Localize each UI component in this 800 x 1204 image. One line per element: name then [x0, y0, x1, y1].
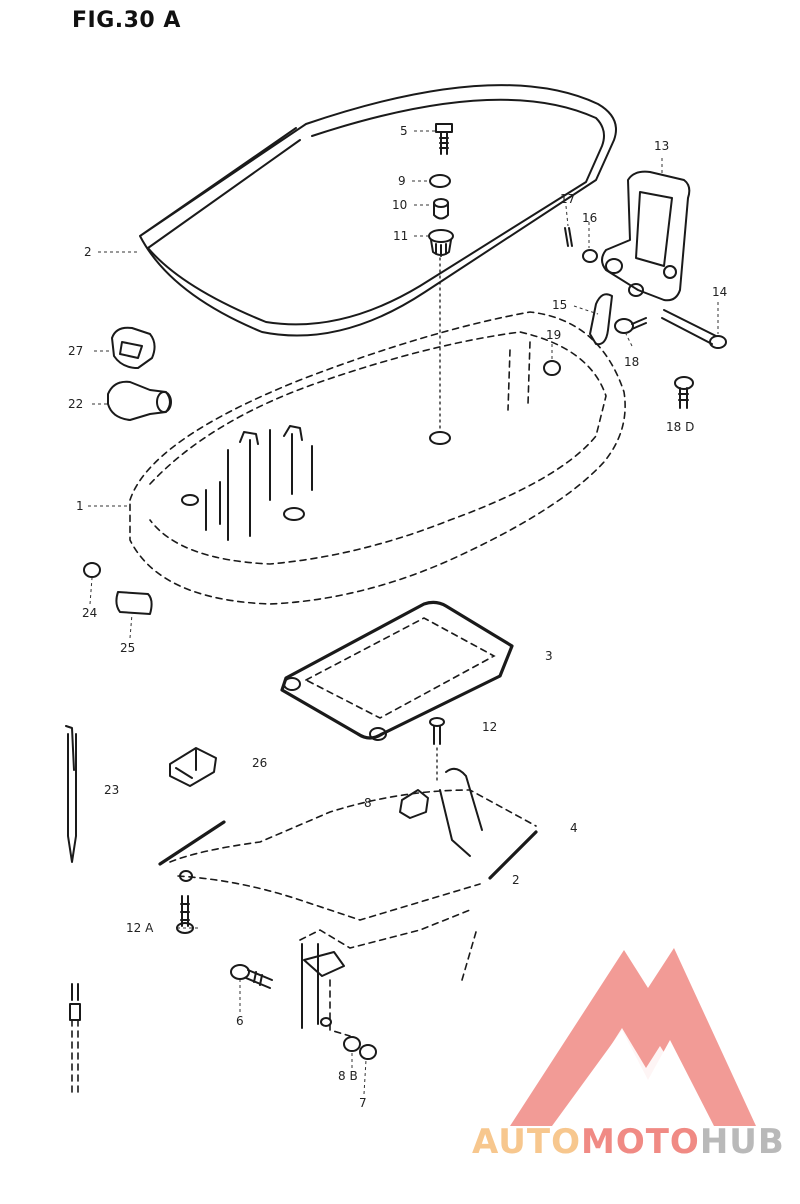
callout-16: 16	[582, 211, 598, 225]
cap-22-part	[107, 380, 172, 421]
screw-18d-part	[674, 376, 694, 409]
cowl-seal-ring-part	[139, 84, 617, 337]
callout-4: 4	[570, 821, 578, 835]
callout-1: 1	[76, 499, 84, 513]
washer-9-part	[429, 174, 451, 188]
screw-12-part	[429, 717, 445, 745]
callout-9: 9	[398, 174, 406, 188]
rod-23-part	[65, 725, 77, 863]
callout-11: 11	[393, 229, 409, 243]
bolt-18-part	[614, 317, 647, 334]
bolt-5-part	[435, 123, 453, 155]
callout-22: 22	[68, 397, 84, 411]
nut-8-part	[399, 789, 429, 819]
callout-8: 8	[364, 796, 372, 810]
callout-24: 24	[82, 606, 98, 620]
callout-2b: 2	[512, 873, 520, 887]
callout-6: 6	[236, 1014, 244, 1028]
spring-pin-17-part	[564, 227, 573, 247]
nut-7-part	[359, 1044, 377, 1060]
figure-title: FIG.30 A	[72, 8, 181, 33]
watermark-auto: AUTO	[472, 1122, 581, 1162]
callout-14: 14	[712, 285, 728, 299]
callout-23: 23	[104, 783, 120, 797]
panel-3-part	[280, 600, 514, 741]
callout-17: 17	[560, 192, 576, 206]
collar-10-part	[433, 198, 449, 220]
lever-15-part	[589, 293, 613, 346]
callout-18: 18	[624, 355, 640, 369]
callout-10: 10	[392, 198, 408, 212]
grommet-27-part	[111, 326, 156, 369]
grommet-11-part	[428, 229, 454, 257]
callout-2: 2	[84, 245, 92, 259]
screw-12a-part	[176, 895, 194, 934]
callout-18d: 18 D	[666, 420, 695, 434]
callout-13: 13	[654, 139, 670, 153]
plug-24-part	[83, 562, 101, 578]
callout-3: 3	[545, 649, 553, 663]
watermark-moto: MOTO	[580, 1122, 700, 1162]
bottom-cowl-4-part	[158, 767, 538, 1037]
watermark-text: AUTOMOTOHUB	[472, 1122, 785, 1162]
callout-26: 26	[252, 756, 268, 770]
callout-5: 5	[400, 124, 408, 138]
washer-8b-part	[343, 1036, 361, 1052]
leader-lines	[88, 130, 719, 1095]
callout-12a: 12 A	[126, 921, 154, 935]
callout-19: 19	[546, 328, 562, 342]
pad-25-part	[115, 591, 153, 615]
callout-8b: 8 B	[338, 1069, 358, 1083]
clip-26-part	[169, 747, 217, 787]
callout-25: 25	[120, 641, 136, 655]
automotohub-logo-icon	[510, 948, 756, 1126]
pin-14-part	[661, 309, 727, 349]
callout-15: 15	[552, 298, 568, 312]
nut-19-part	[543, 360, 561, 376]
watermark-hub: HUB	[699, 1122, 785, 1162]
top-cowl-1-part	[129, 311, 626, 605]
nut-16-part	[582, 249, 598, 263]
callout-12: 12	[482, 720, 498, 734]
bolt-6-part	[230, 964, 273, 989]
clamp-bracket-13-part	[601, 170, 691, 302]
stud-part	[69, 983, 81, 1093]
callout-27: 27	[68, 344, 84, 358]
callout-7: 7	[359, 1096, 367, 1110]
